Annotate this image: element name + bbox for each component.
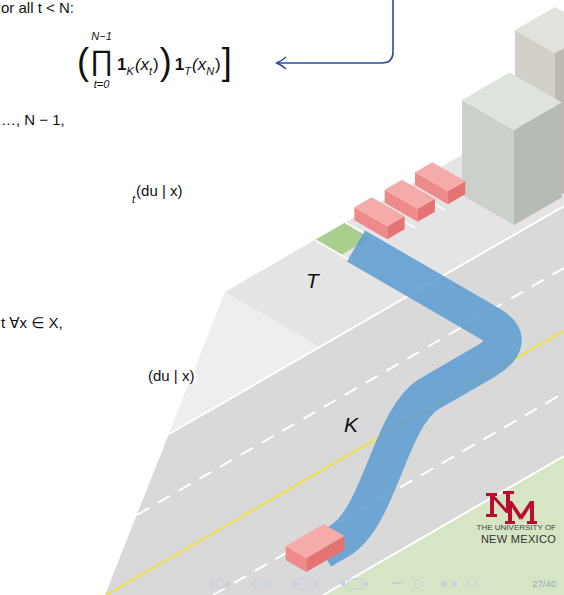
navigation-symbols <box>208 579 476 589</box>
set-label: K <box>344 414 358 435</box>
safe-path <box>322 246 504 551</box>
unm-logo <box>486 514 497 517</box>
formula-part: ) <box>215 56 221 73</box>
navigation-symbols <box>267 580 272 588</box>
formula-part: ∏ <box>90 47 113 75</box>
tall-building <box>515 7 564 53</box>
set-label: T <box>306 270 319 291</box>
ground <box>105 96 564 595</box>
road <box>105 206 564 595</box>
math-text: (du | x) <box>136 183 182 198</box>
unm-logo <box>486 491 537 524</box>
formula-part: ( <box>77 44 89 80</box>
street-illustration <box>415 162 465 204</box>
road-markings <box>137 268 564 515</box>
navigation-symbols <box>468 579 476 587</box>
unm-logo <box>508 501 522 520</box>
small-building <box>462 73 562 131</box>
navigation-symbols <box>300 579 312 589</box>
university-name: NEW MEXICO <box>481 534 556 545</box>
small-building <box>462 73 562 226</box>
subscript: t <box>132 194 135 205</box>
product-limit: t=0 <box>94 79 110 90</box>
navigation-symbols <box>392 582 402 584</box>
navigation-symbols <box>348 579 362 589</box>
navigation-symbols <box>258 579 265 589</box>
formula-part: (x <box>135 56 149 73</box>
navigation-symbols <box>250 580 255 588</box>
unm-logo <box>503 491 514 494</box>
math-text: …, N − 1, <box>1 112 65 127</box>
math-text: or all t < N: <box>1 0 74 15</box>
navigation-symbols <box>452 580 458 588</box>
product-limit: N−1 <box>91 31 112 42</box>
page-number: 27/40 <box>532 579 556 589</box>
pointer-arrow <box>278 0 393 63</box>
unm-logo <box>520 501 534 520</box>
navigation-symbols <box>314 580 319 588</box>
navigation-symbols <box>340 580 345 588</box>
unm-logo <box>490 495 510 513</box>
formula-part: K <box>127 66 134 77</box>
pointer-arrow <box>276 57 286 69</box>
formula-part: T <box>184 66 191 77</box>
navigation-symbols <box>292 580 297 588</box>
road-markings <box>106 206 564 595</box>
parking-lines <box>315 240 354 263</box>
navigation-symbols <box>364 580 369 588</box>
formula-part: ) <box>160 44 172 80</box>
navigation-symbols <box>216 580 224 588</box>
university-name: THE UNIVERSITY OF <box>477 524 556 532</box>
math-text: t ∀x ∈ X, <box>1 315 63 330</box>
formula-part: ] <box>222 44 232 80</box>
ego-car <box>286 524 345 558</box>
navigation-symbols <box>226 580 231 588</box>
math-text: (du | x) <box>146 368 196 383</box>
formula-part: 1 <box>117 56 126 73</box>
ego-car <box>286 524 345 572</box>
formula-part: 1 <box>175 56 184 73</box>
pointer-arrow <box>276 0 393 69</box>
formula-part: N <box>206 66 214 77</box>
navigation-symbols <box>208 580 213 588</box>
navigation-symbols <box>440 580 446 588</box>
formula-part: (x <box>192 56 206 73</box>
formula-part: t <box>149 66 152 77</box>
unm-logo <box>486 493 497 496</box>
navigation-symbols <box>414 580 422 588</box>
formula-part: ) <box>153 56 159 73</box>
